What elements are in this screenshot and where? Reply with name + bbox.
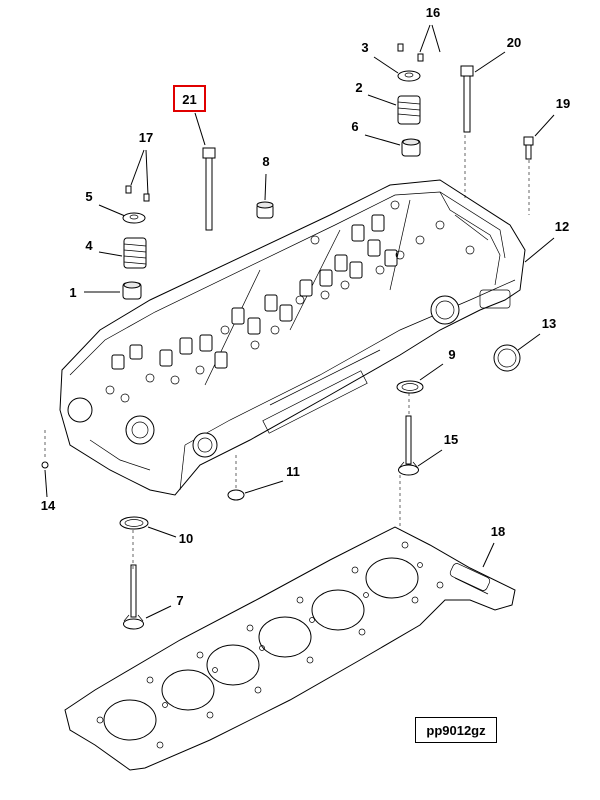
callout-19: 19 — [556, 96, 570, 111]
callout-18: 18 — [491, 524, 505, 539]
callout-21-group: 21 — [173, 85, 216, 231]
plug-11 — [227, 489, 245, 501]
valve-seal-1 — [122, 281, 142, 300]
expansion-plug-13 — [493, 344, 521, 372]
cylinder-head — [59, 179, 526, 496]
callout-4: 4 — [85, 238, 93, 253]
callout-14: 14 — [41, 498, 56, 513]
valve-15 — [398, 415, 419, 476]
callout-5: 5 — [85, 189, 92, 204]
callout-17: 17 — [139, 130, 153, 145]
seal-ring-9 — [396, 380, 424, 394]
head-valve-springs — [105, 200, 475, 403]
callout-2: 2 — [355, 80, 362, 95]
spring-retainer-3 — [397, 70, 421, 82]
valve-7 — [123, 564, 144, 630]
callout-10: 10 — [179, 531, 193, 546]
callout-11: 11 — [286, 464, 300, 479]
callout-20: 20 — [507, 35, 521, 50]
callout-1: 1 — [69, 285, 76, 300]
callout-7: 7 — [176, 593, 183, 608]
valve-keepers-17 — [125, 185, 150, 202]
valve-seal-6 — [401, 138, 421, 157]
callout-12: 12 — [555, 219, 569, 234]
head-bolt-20 — [460, 65, 474, 133]
spring-retainer-5 — [122, 212, 146, 224]
head-gasket-18 — [64, 526, 516, 771]
callout-16: 16 — [426, 5, 440, 20]
plug-14 — [41, 461, 49, 469]
callout-6: 6 — [351, 119, 358, 134]
valve-spring-2 — [397, 95, 421, 125]
valve-spring-4 — [123, 237, 147, 269]
callout-8: 8 — [262, 154, 269, 169]
callout-3: 3 — [361, 40, 368, 55]
bolt-19 — [523, 136, 534, 160]
callout-15: 15 — [444, 432, 458, 447]
plug-8 — [256, 201, 274, 219]
callout-9: 9 — [448, 347, 455, 362]
callout-21: 21 — [182, 92, 196, 107]
head-bolt-21 — [202, 147, 216, 231]
valve-keepers-16 — [397, 43, 424, 62]
callout-13: 13 — [542, 316, 556, 331]
highlight-box — [173, 85, 206, 112]
seal-ring-10 — [119, 516, 149, 530]
figure-code: pp9012gz — [415, 717, 497, 743]
